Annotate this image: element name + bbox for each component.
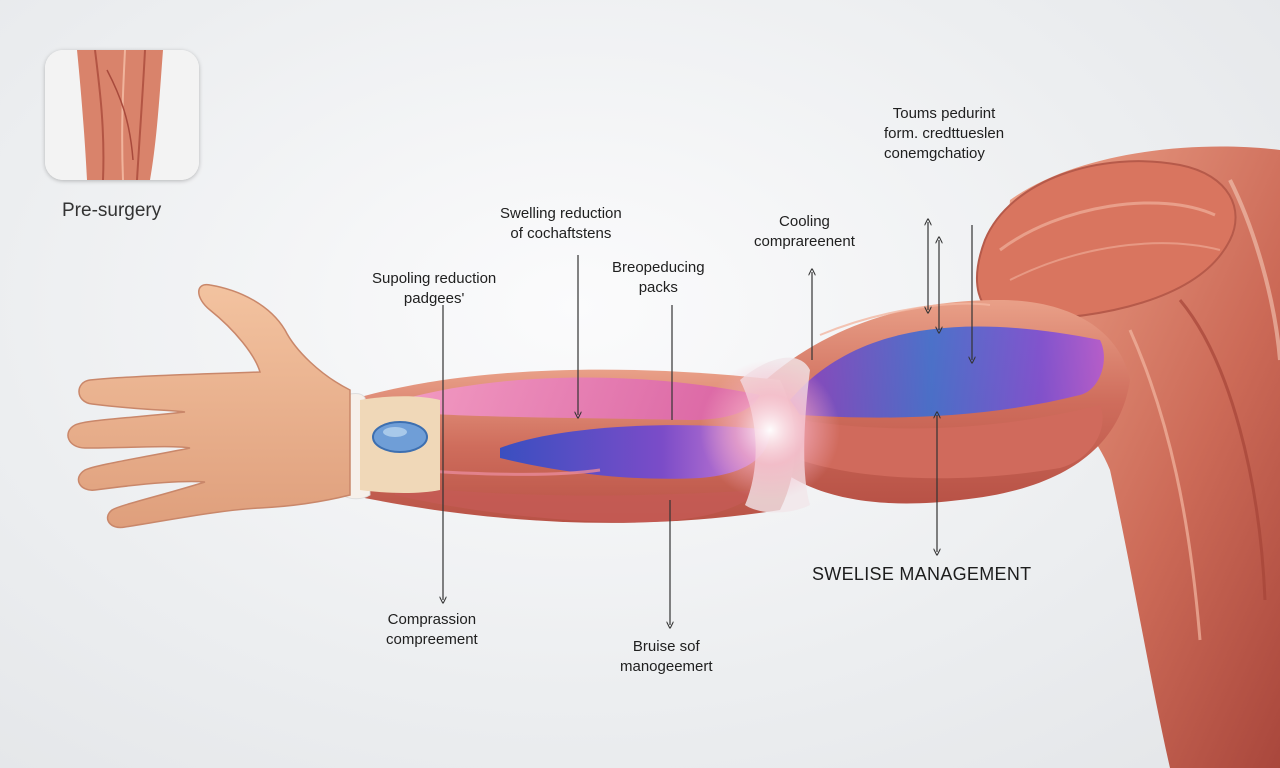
- elbow-cooling-wrap: [700, 357, 840, 513]
- callout-breopeducing: Breopeducing packs: [612, 259, 705, 296]
- callout-cooling: Cooling comprareenent: [754, 213, 855, 250]
- callout-swelling-reduction: Swelling reduction of cochaftstens: [500, 205, 622, 242]
- callout-compression: Comprassion compreement: [386, 611, 478, 648]
- callout-toums: Toums pedurint form. credttueslen conemg…: [884, 105, 1005, 162]
- callout-supoling-reduction: Supoling reduction padgees': [372, 270, 497, 307]
- callout-arrows: [443, 222, 972, 625]
- forearm-pink-pack: [400, 377, 760, 420]
- thumbnail-caption: Pre-surgery: [62, 200, 162, 221]
- hand: [67, 283, 351, 529]
- section-title: SWELISE MANAGEMENT: [812, 564, 1032, 584]
- forearm: [350, 369, 795, 523]
- wrist-bandage: [341, 393, 440, 500]
- callout-bruise: Bruise sof manogeemert: [620, 638, 713, 675]
- upper-arm-compression-pack: [790, 326, 1104, 418]
- pre-surgery-thumbnail[interactable]: [45, 50, 199, 180]
- thumbnail-leg-illustration: [45, 50, 199, 180]
- wrist-cold-pack: [372, 421, 428, 453]
- upper-arm: [760, 300, 1130, 504]
- shoulder-muscles: [976, 146, 1280, 768]
